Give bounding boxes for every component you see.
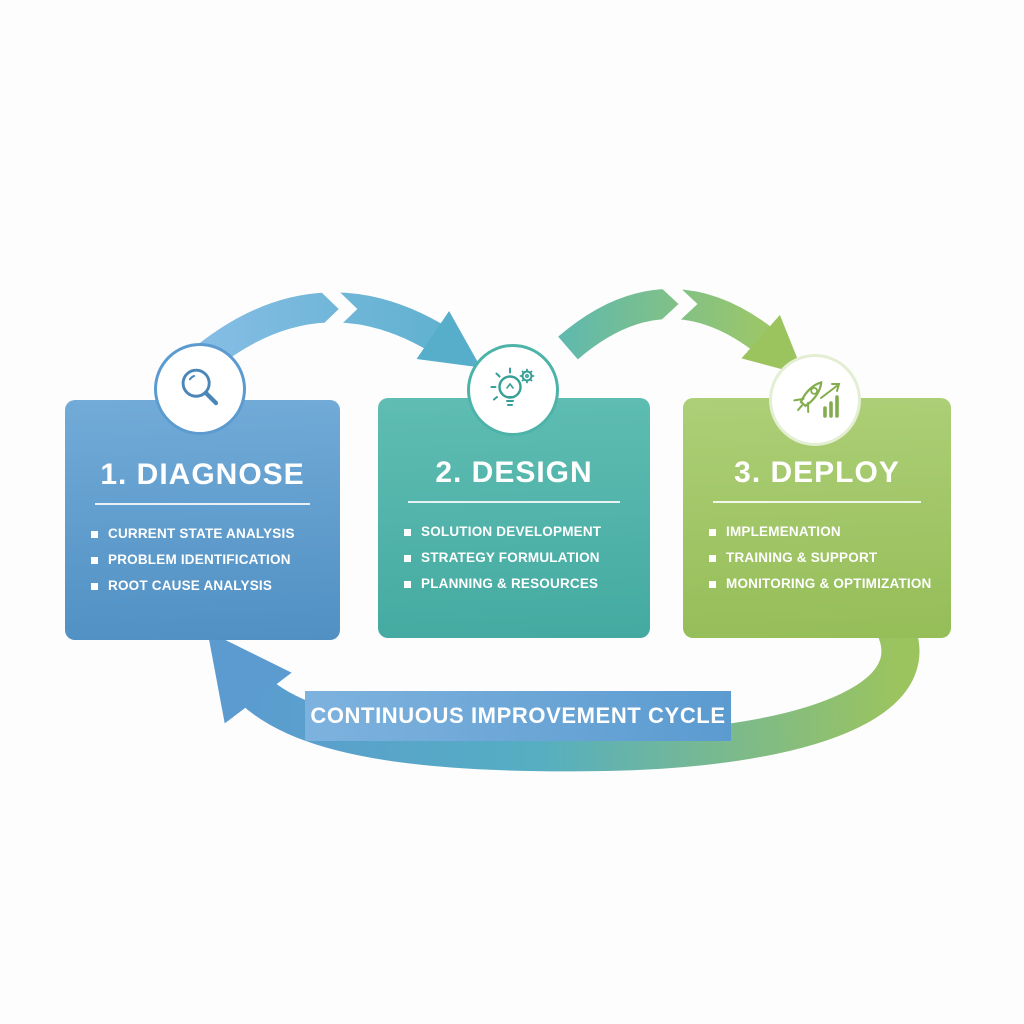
arrow-chevron-notch	[653, 271, 698, 337]
list-item-label: MONITORING & OPTIMIZATION	[726, 576, 932, 591]
list-item: ROOT CAUSE ANALYSIS	[91, 573, 314, 599]
card-items: CURRENT STATE ANALYSIS PROBLEM IDENTIFIC…	[91, 521, 314, 599]
list-item-label: SOLUTION DEVELOPMENT	[421, 524, 602, 539]
bullet-square	[91, 530, 98, 538]
bullet-square	[709, 554, 716, 562]
card-items: IMPLEMENATION TRAINING & SUPPORT MONITOR…	[709, 519, 931, 597]
list-item-label: CURRENT STATE ANALYSIS	[108, 526, 295, 541]
list-item: TRAINING & SUPPORT	[709, 545, 925, 571]
card-deploy: 3. DEPLOY IMPLEMENATION TRAINING & SUPPO…	[683, 398, 951, 638]
title-divider	[95, 503, 310, 505]
arrow-chevron-notch	[313, 275, 358, 343]
list-item: PROBLEM IDENTIFICATION	[91, 547, 314, 573]
bullet-square	[709, 580, 716, 588]
magnifier-icon	[181, 368, 219, 406]
design-icon-badge	[467, 344, 559, 436]
bullet-square	[404, 580, 411, 588]
list-item-label: IMPLEMENATION	[726, 524, 841, 539]
list-item: STRATEGY FORMULATION	[404, 545, 624, 571]
title-divider	[713, 501, 921, 503]
list-item: PLANNING & RESOURCES	[404, 571, 624, 597]
list-item: IMPLEMENATION	[709, 519, 925, 545]
list-item: CURRENT STATE ANALYSIS	[91, 521, 314, 547]
arrow-design-to-deploy	[558, 289, 805, 376]
list-item-label: TRAINING & SUPPORT	[726, 550, 878, 565]
arrow-diagnose-to-design	[195, 292, 481, 370]
rocket-chart-icon	[793, 380, 841, 418]
card-items: SOLUTION DEVELOPMENT STRATEGY FORMULATIO…	[404, 519, 624, 597]
title-divider	[408, 501, 620, 503]
bullet-square	[404, 528, 411, 536]
card-diagnose: 1. DIAGNOSE CURRENT STATE ANALYSIS PROBL…	[65, 400, 340, 640]
bullet-square	[91, 556, 98, 564]
list-item: SOLUTION DEVELOPMENT	[404, 519, 624, 545]
bullet-square	[404, 554, 411, 562]
list-item-label: PROBLEM IDENTIFICATION	[108, 552, 291, 567]
list-item-label: ROOT CAUSE ANALYSIS	[108, 578, 273, 593]
list-item: MONITORING & OPTIMIZATION	[709, 571, 931, 597]
card-design: 2. DESIGN SOLUTION DEVELOPMENT STRATEGY …	[378, 398, 650, 638]
bullet-square	[91, 582, 98, 590]
card-title: 2. DESIGN	[435, 456, 593, 489]
cycle-banner: CONTINUOUS IMPROVEMENT CYCLE	[305, 691, 731, 741]
card-title: 3. DEPLOY	[734, 456, 900, 489]
deploy-icon-badge	[769, 354, 861, 446]
card-title: 1. DIAGNOSE	[100, 458, 305, 491]
list-item-label: PLANNING & RESOURCES	[421, 576, 599, 591]
bullet-square	[709, 528, 716, 536]
diagnose-icon-badge	[154, 343, 246, 435]
lightbulb-gear-icon	[490, 367, 535, 406]
list-item-label: STRATEGY FORMULATION	[421, 550, 600, 565]
